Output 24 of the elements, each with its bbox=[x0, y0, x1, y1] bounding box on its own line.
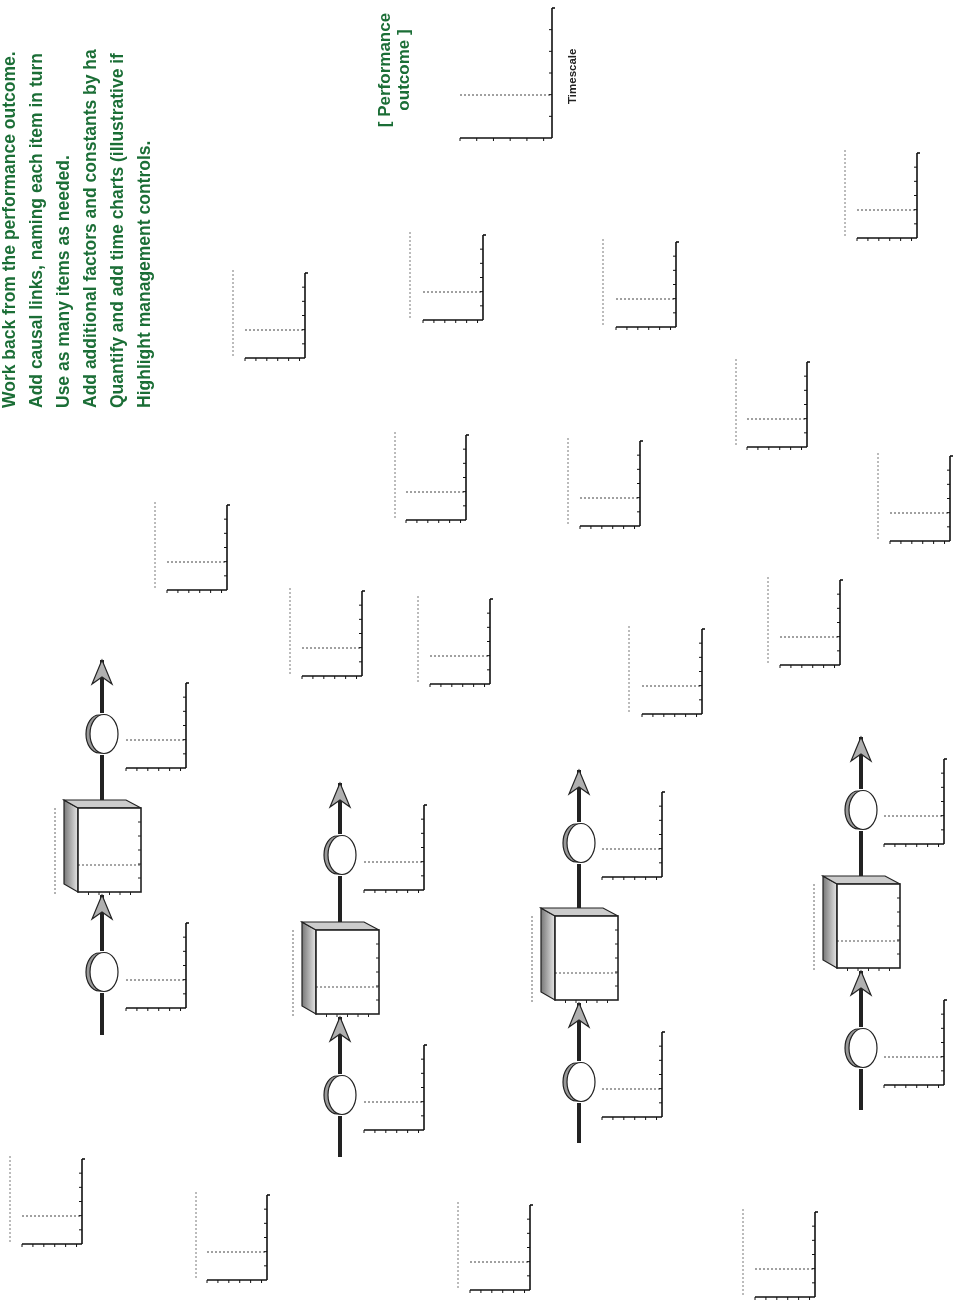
instruction-text: Add causal links, naming each item in turn bbox=[27, 53, 47, 408]
flow-pipe bbox=[338, 876, 342, 922]
flow-arrow bbox=[329, 782, 351, 834]
flow-pipe bbox=[338, 1116, 342, 1157]
flow-pipe bbox=[859, 831, 863, 876]
instruction-text: Quantify and add time charts (illustrative if bbox=[108, 53, 128, 408]
instruction-text: Highlight management controls. bbox=[135, 140, 155, 408]
flow-arrow bbox=[850, 736, 872, 789]
instruction-text: Add additional factors and constants by ha bbox=[81, 49, 101, 408]
flow-pipe bbox=[859, 1069, 863, 1110]
flow-arrow bbox=[568, 1002, 590, 1061]
flow-pipe bbox=[577, 864, 581, 908]
instruction-text: Use as many items as needed. bbox=[54, 155, 74, 408]
flow-pipe bbox=[100, 993, 104, 1035]
flow-arrow bbox=[91, 659, 113, 713]
flow-arrow bbox=[568, 769, 590, 822]
instruction-text: Work back from the performance outcome. bbox=[0, 51, 20, 408]
axis-label: Timescale bbox=[566, 48, 579, 104]
outcome-label: [ Performance outcome ] bbox=[376, 11, 414, 130]
flow-arrow bbox=[329, 1016, 351, 1074]
flow-pipe bbox=[100, 755, 104, 800]
flow-arrow bbox=[91, 894, 113, 951]
flow-arrow bbox=[850, 970, 872, 1027]
flow-pipe bbox=[577, 1103, 581, 1143]
